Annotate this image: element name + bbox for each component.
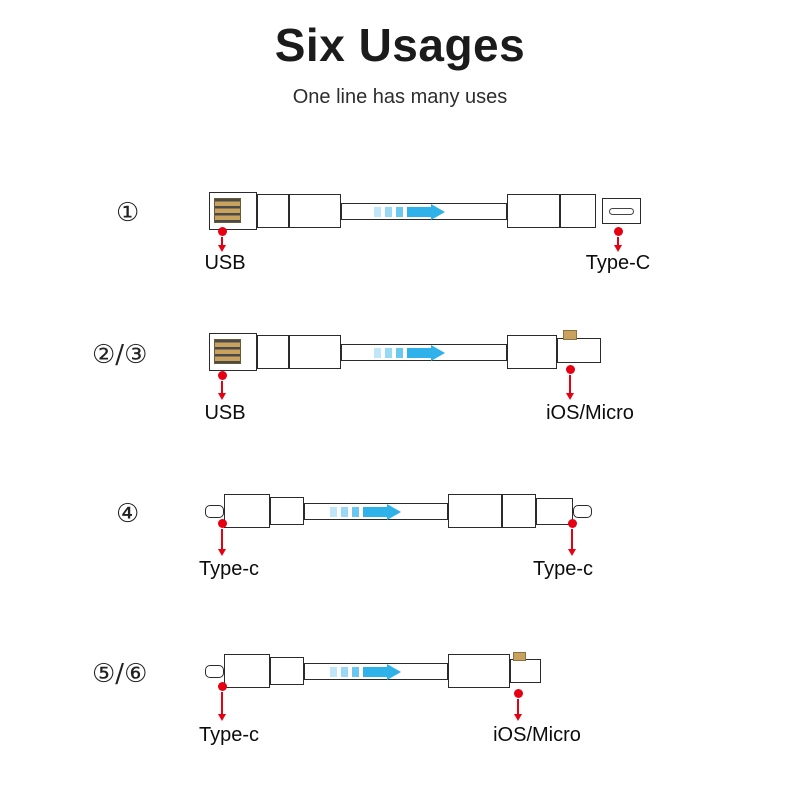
row-number: ⑤/⑥: [92, 659, 148, 689]
usb-plug-icon: [209, 192, 257, 230]
connector-label: USB: [204, 402, 246, 424]
micro-plug-icon: [510, 652, 541, 683]
usage-row-1: ① USB Type-C: [0, 185, 800, 320]
connector-label: USB: [204, 252, 246, 274]
marker-dot: [614, 227, 623, 236]
row-number: ①: [116, 198, 140, 228]
marker-dot: [566, 365, 575, 374]
connector-housing-right-2: [536, 498, 573, 525]
page-title: Six Usages: [274, 19, 526, 71]
connector-housing-left: [224, 494, 270, 528]
marker-dot: [218, 227, 227, 236]
row-number: ②/③: [92, 340, 148, 370]
usb-plug-icon: [209, 333, 257, 371]
connector-housing-left: [257, 194, 341, 228]
connector-label: Type-c: [198, 558, 260, 580]
row-number: ④: [116, 499, 140, 529]
connector-housing-left-2: [270, 497, 304, 525]
connector-housing-left-2: [270, 657, 304, 685]
marker-arrow-icon: [218, 529, 226, 556]
type-c-plug-icon: [602, 198, 641, 224]
marker-arrow-icon: [218, 237, 226, 252]
flow-arrow-icon: [374, 345, 446, 361]
micro-plug-icon: [557, 330, 601, 363]
connector-housing-left: [257, 335, 341, 369]
marker-arrow-icon: [568, 529, 576, 556]
micro-tip-icon: [513, 652, 526, 661]
marker-dot: [568, 519, 577, 528]
connector-housing-right: [448, 494, 536, 528]
marker-arrow-icon: [218, 692, 226, 721]
flow-arrow-icon: [374, 204, 446, 220]
flow-arrow-icon: [330, 504, 402, 520]
type-c-tab-icon: [573, 505, 592, 518]
connector-housing-left: [224, 654, 270, 688]
connector-housing-right: [448, 654, 510, 688]
marker-dot: [218, 371, 227, 380]
marker-dot: [514, 689, 523, 698]
connector-label: Type-C: [585, 252, 651, 274]
connector-label: Type-c: [532, 558, 594, 580]
marker-dot: [218, 519, 227, 528]
connector-label: Type-c: [198, 724, 260, 746]
micro-tip-icon: [563, 330, 577, 340]
marker-arrow-icon: [614, 237, 622, 252]
type-c-tab-icon: [205, 505, 224, 518]
marker-arrow-icon: [218, 381, 226, 400]
marker-arrow-icon: [514, 699, 522, 721]
usb-pins: [214, 198, 241, 223]
type-c-tab-icon: [205, 665, 224, 678]
usage-row-2: ②/③ USB iOS/Micro: [0, 326, 800, 461]
connector-housing-right: [507, 335, 557, 369]
connector-label: iOS/Micro: [493, 724, 581, 746]
page-subtitle: One line has many uses: [292, 86, 508, 108]
usb-pins: [214, 339, 241, 364]
usage-row-3: ④ Type-c Type-c: [0, 485, 800, 620]
marker-arrow-icon: [566, 375, 574, 400]
marker-dot: [218, 682, 227, 691]
usage-row-4: ⑤/⑥ Type-c iOS/Micro: [0, 645, 800, 780]
connector-label: iOS/Micro: [546, 402, 634, 424]
connector-housing-right: [507, 194, 596, 228]
flow-arrow-icon: [330, 664, 402, 680]
